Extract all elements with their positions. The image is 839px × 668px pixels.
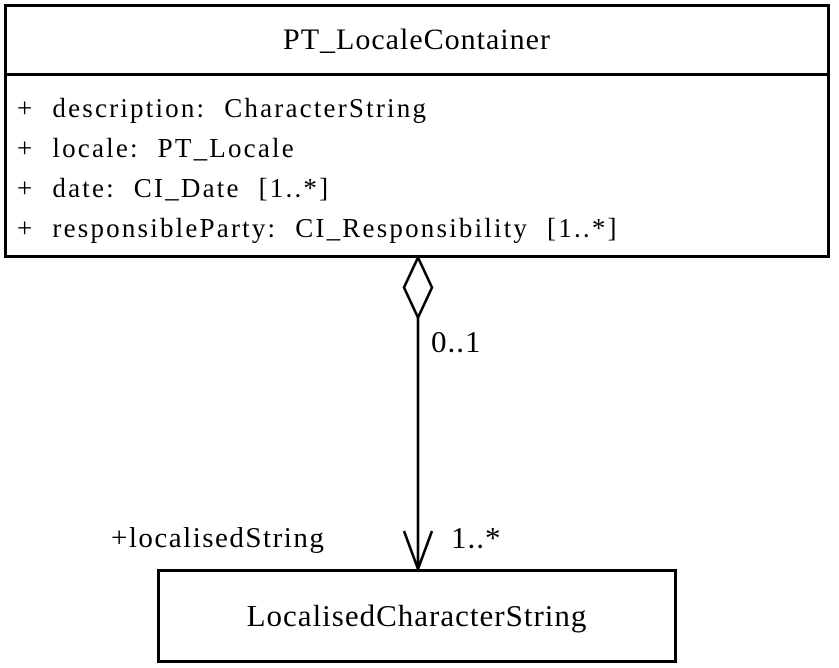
open-arrowhead-icon: [402, 530, 434, 573]
class-attribute: + locale: PT_Locale: [17, 133, 296, 163]
class-box-pt-localecontainer: PT_LocaleContainer + description: Charac…: [4, 4, 830, 258]
target-multiplicity-label: 1..*: [451, 520, 502, 555]
association-role-label: +localisedString: [111, 522, 326, 554]
class-box-localisedcharacterstring: LocalisedCharacterString: [157, 569, 677, 663]
class-attribute: + responsibleParty: CI_Responsibility [1…: [17, 213, 619, 243]
class-title: PT_LocaleContainer: [7, 7, 827, 76]
class-attribute: + date: CI_Date [1..*]: [17, 173, 331, 203]
source-multiplicity-label: 0..1: [431, 324, 482, 359]
class-attributes-compartment: + description: CharacterString + locale:…: [7, 76, 827, 248]
aggregation-diamond-icon: [402, 254, 434, 321]
class-attribute: + description: CharacterString: [17, 93, 429, 123]
class-title: LocalisedCharacterString: [246, 598, 588, 633]
